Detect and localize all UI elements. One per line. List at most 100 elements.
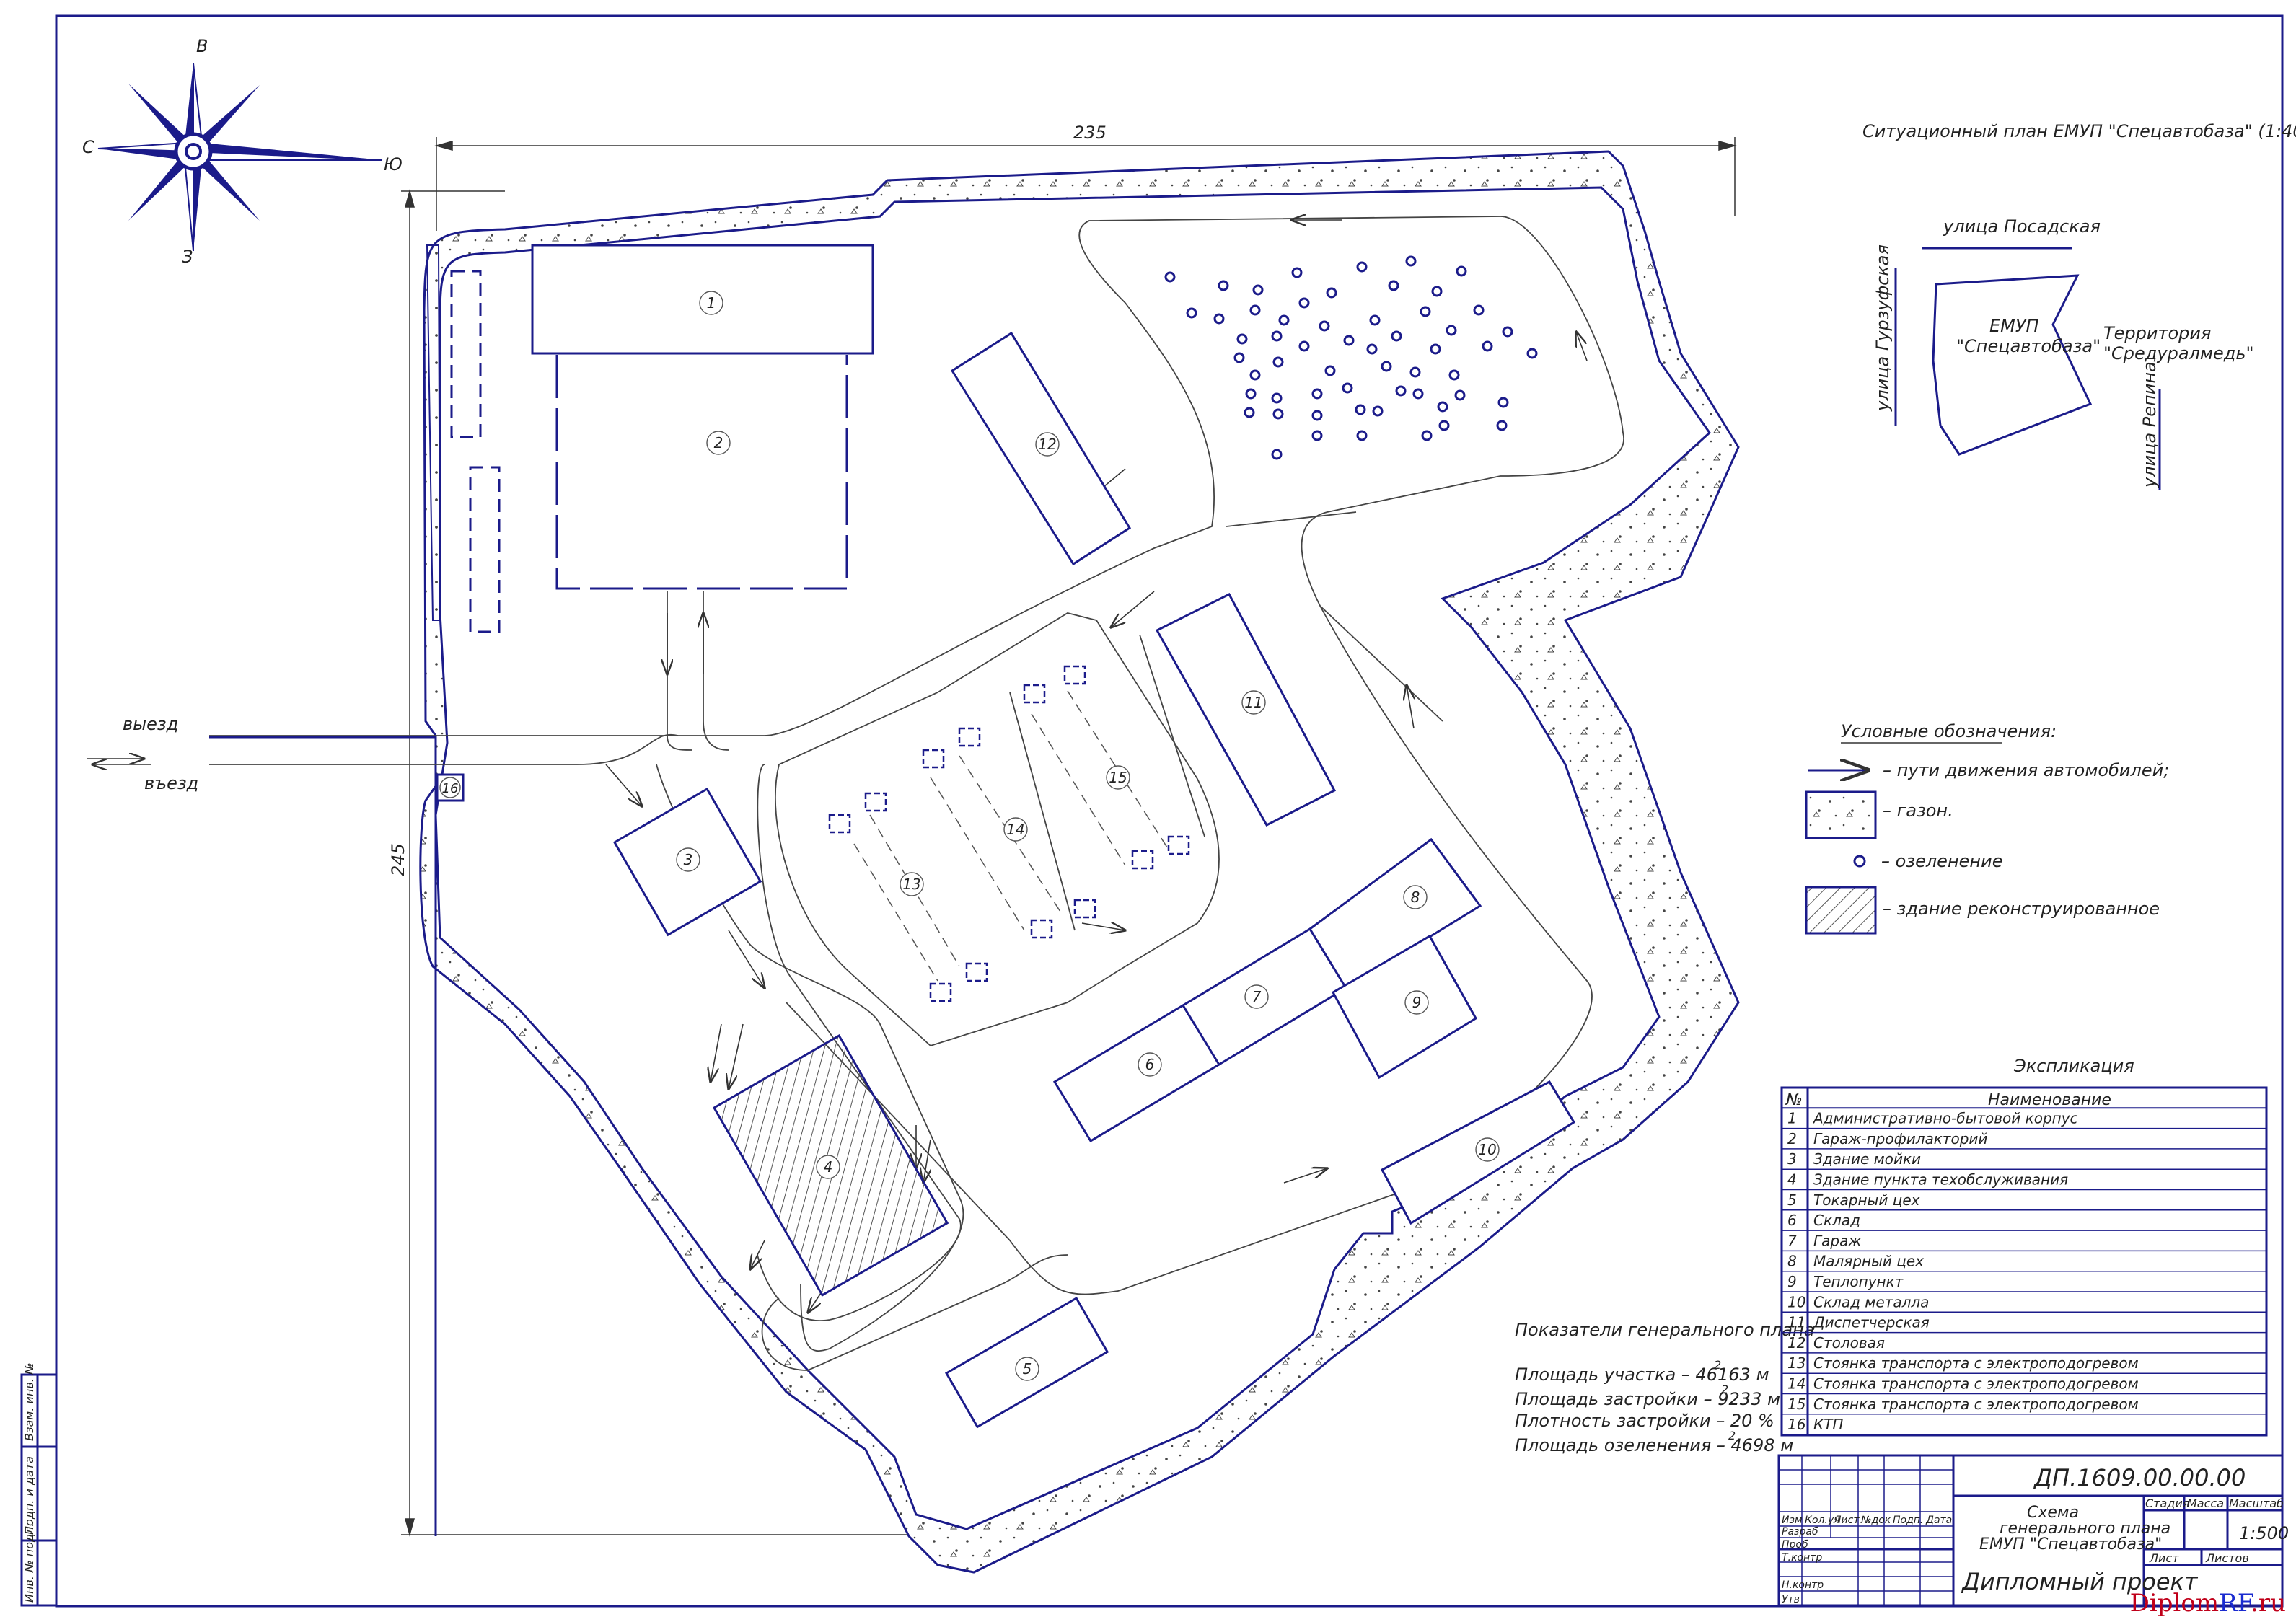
svg-text:Дата: Дата xyxy=(1925,1515,1952,1526)
dimension-height xyxy=(401,189,909,1537)
explication-row-name: Малярный цех xyxy=(1813,1253,1924,1270)
stamp-doc-line1: Схема xyxy=(2027,1504,2079,1522)
explication-row-number: 8 xyxy=(1787,1253,1797,1270)
svg-text:Разраб: Разраб xyxy=(1782,1526,1818,1538)
explication-row-number: 5 xyxy=(1787,1191,1797,1209)
traffic-arrows xyxy=(87,220,1588,1313)
building-label-12: 12 xyxy=(1038,436,1056,453)
building-2 xyxy=(555,355,848,590)
explication-row-name: Токарный цех xyxy=(1813,1191,1920,1209)
exit-label: выезд xyxy=(123,714,178,734)
svg-text:Подп.: Подп. xyxy=(1893,1515,1923,1526)
situation-site-line1: ЕМУП xyxy=(1989,316,2039,336)
dimension-height-label: 245 xyxy=(388,843,408,876)
compass-north-label: В xyxy=(196,36,208,56)
indicator-building-sup: 2 xyxy=(1721,1383,1728,1396)
explication-row-number: 11 xyxy=(1787,1314,1805,1331)
explication-row-number: 6 xyxy=(1787,1212,1797,1229)
explication-row-name: Склад xyxy=(1813,1212,1860,1229)
explication-col-name: Наименование xyxy=(1988,1091,2111,1109)
svg-text:Н.контр: Н.контр xyxy=(1782,1579,1824,1591)
svg-text:Инв. № подл.: Инв. № подл. xyxy=(22,1523,36,1603)
legend-title: Условные обозначения: xyxy=(1841,721,2057,741)
site-boundary-inner xyxy=(434,186,1711,1530)
explication-row-name: Теплопункт xyxy=(1813,1273,1904,1290)
stamp-sheets: Листов xyxy=(2205,1551,2249,1565)
dimension-width-label: 235 xyxy=(1073,123,1107,143)
explication-row-name: Стоянка транспорта с электроподогревом xyxy=(1813,1396,2139,1413)
building-label-4: 4 xyxy=(824,1158,833,1176)
situation-site-line2: "Спецавтобаза" xyxy=(1956,336,2101,356)
building-label-14: 14 xyxy=(1006,821,1024,838)
situation-street-top: улица Посадская xyxy=(1943,216,2101,237)
legend-item-reconstructed: – здание реконструированное xyxy=(1883,899,2160,919)
stamp-mass: Масса xyxy=(2187,1497,2224,1510)
explication-row-number: 7 xyxy=(1787,1232,1797,1249)
legend-item-lawn: – газон. xyxy=(1883,801,1953,821)
explication-row-number: 9 xyxy=(1787,1273,1797,1290)
greenery-cluster xyxy=(1164,255,1538,460)
building-8 xyxy=(1308,837,1482,990)
building-label-1: 1 xyxy=(707,294,716,312)
legend-item-path: – пути движения автомобилей; xyxy=(1883,760,2169,780)
svg-text:Взам. инв. №: Взам. инв. № xyxy=(22,1362,36,1441)
legend-item-greenery: – озеленение xyxy=(1881,851,2002,871)
building-labels xyxy=(439,291,1500,1381)
stamp-stage: Стадия xyxy=(2145,1497,2190,1510)
legend-greenery-icon xyxy=(1853,855,1866,868)
stamp-doc-line3: ЕМУП "Спецавтобаза" xyxy=(1979,1535,2162,1553)
explication-row-name: Гараж xyxy=(1813,1232,1861,1249)
svg-text:Кол.уч: Кол.уч xyxy=(1805,1515,1839,1526)
parking-slots-left xyxy=(450,270,501,633)
explication-row-name: Стоянка транспорта с электроподогревом xyxy=(1813,1375,2139,1393)
explication-row-name: Стоянка транспорта с электроподогревом xyxy=(1813,1354,2139,1372)
situation-street-left: улица Гурзуфская xyxy=(1873,244,1893,412)
situation-site-outline xyxy=(1932,274,2093,456)
legend-reconstructed-icon xyxy=(1805,886,1877,935)
svg-text:Утв: Утв xyxy=(1782,1594,1800,1605)
sheet-frame xyxy=(55,14,2284,1608)
building-label-6: 6 xyxy=(1145,1056,1155,1073)
explication-row-number: 12 xyxy=(1787,1334,1805,1352)
stamp-project: Дипломный проект xyxy=(1961,1568,2199,1595)
compass-west-label: С xyxy=(82,137,94,157)
building-label-11: 11 xyxy=(1244,694,1262,711)
explication-row-number: 14 xyxy=(1787,1375,1805,1393)
building-label-16: 16 xyxy=(442,781,459,796)
road-network xyxy=(209,216,1624,1371)
entry-label: въезд xyxy=(144,773,198,793)
side-stamp-text: Инв. № подл. Подп. и дата Взам. инв. № xyxy=(22,1362,36,1603)
watermark: DiplomRF.ru xyxy=(2129,1589,2286,1618)
building-label-10: 10 xyxy=(1478,1141,1496,1158)
indicator-greenery-sup: 2 xyxy=(1728,1429,1736,1442)
explication-row-name: Гараж-профилакторий xyxy=(1813,1130,1987,1147)
indicator-greenery: Площадь озеленения – 4698 м xyxy=(1515,1435,1793,1455)
stamp-doc-line2: генерального плана xyxy=(2000,1520,2170,1538)
situation-plan-title: Ситуационный план ЕМУП "Спецавтобаза" (1… xyxy=(1862,121,2296,141)
dimension-width xyxy=(434,137,1737,231)
building-label-15: 15 xyxy=(1109,769,1127,786)
explication-row-number: 4 xyxy=(1787,1171,1797,1189)
explication-row-name: Административно-бытовой корпус xyxy=(1812,1110,2078,1127)
side-stamp xyxy=(20,1373,58,1607)
stamp-header: Изм Кол.уч Лист №док Подп. Дата Разраб П… xyxy=(1782,1515,1952,1605)
situation-territory-line2: "Средуралмедь" xyxy=(2103,343,2254,363)
svg-text:Подп. и дата: Подп. и дата xyxy=(22,1456,36,1535)
explication-col-no: № xyxy=(1785,1091,1803,1109)
building-9 xyxy=(1331,934,1478,1080)
legend-lawn-icon xyxy=(1805,790,1877,839)
building-label-8: 8 xyxy=(1411,889,1420,906)
building-label-9: 9 xyxy=(1412,994,1422,1011)
indicators: Показатели генерального плана Площадь уч… xyxy=(1515,1320,1814,1455)
compass-east-label: Ю xyxy=(384,154,403,175)
svg-text:Т.контр: Т.контр xyxy=(1782,1552,1822,1564)
explication-row-number: 13 xyxy=(1787,1354,1805,1372)
stamp-sheet: Лист xyxy=(2149,1551,2179,1565)
lawn-strip-left xyxy=(426,244,441,621)
explication-title: Экспликация xyxy=(2013,1056,2134,1076)
building-label-3: 3 xyxy=(684,851,693,868)
explication-row-number: 10 xyxy=(1787,1293,1805,1310)
stamp-scale: 1:500 xyxy=(2239,1523,2289,1543)
explication-row-number: 1 xyxy=(1787,1110,1797,1127)
